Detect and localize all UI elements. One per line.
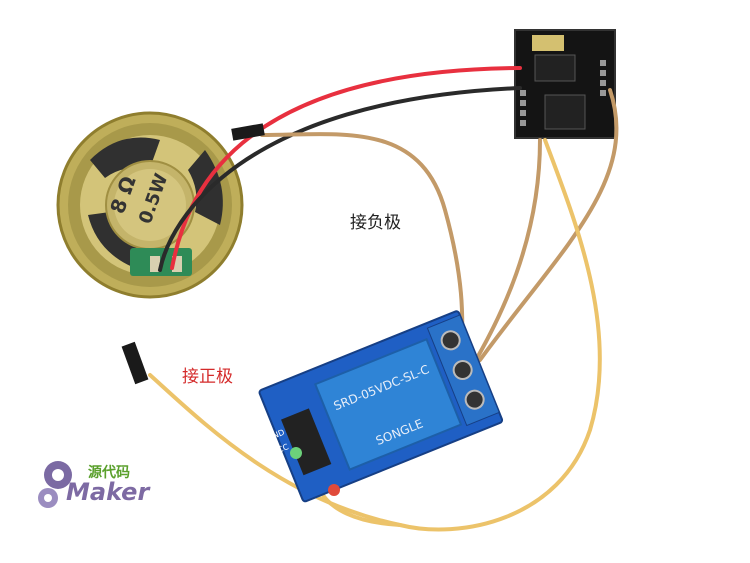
watermark-name-en: Maker: [66, 478, 150, 506]
relay-module: SRD-05VDC-SL-C SONGLE GND VCC IN: [258, 310, 504, 503]
dupont-connector: [121, 123, 265, 385]
red-led: [328, 484, 340, 496]
label-negative: 接负极: [350, 213, 401, 233]
speaker: 8 Ω 0.5W: [56, 111, 244, 299]
gear-icon: [38, 461, 72, 508]
watermark-name-cn: 源代码: [88, 465, 130, 481]
wires: [148, 66, 619, 532]
label-positive: 接正极: [182, 367, 233, 387]
mp3-module: [514, 29, 616, 139]
relay-pin-in: IN: [277, 459, 288, 470]
green-led: [290, 447, 302, 459]
